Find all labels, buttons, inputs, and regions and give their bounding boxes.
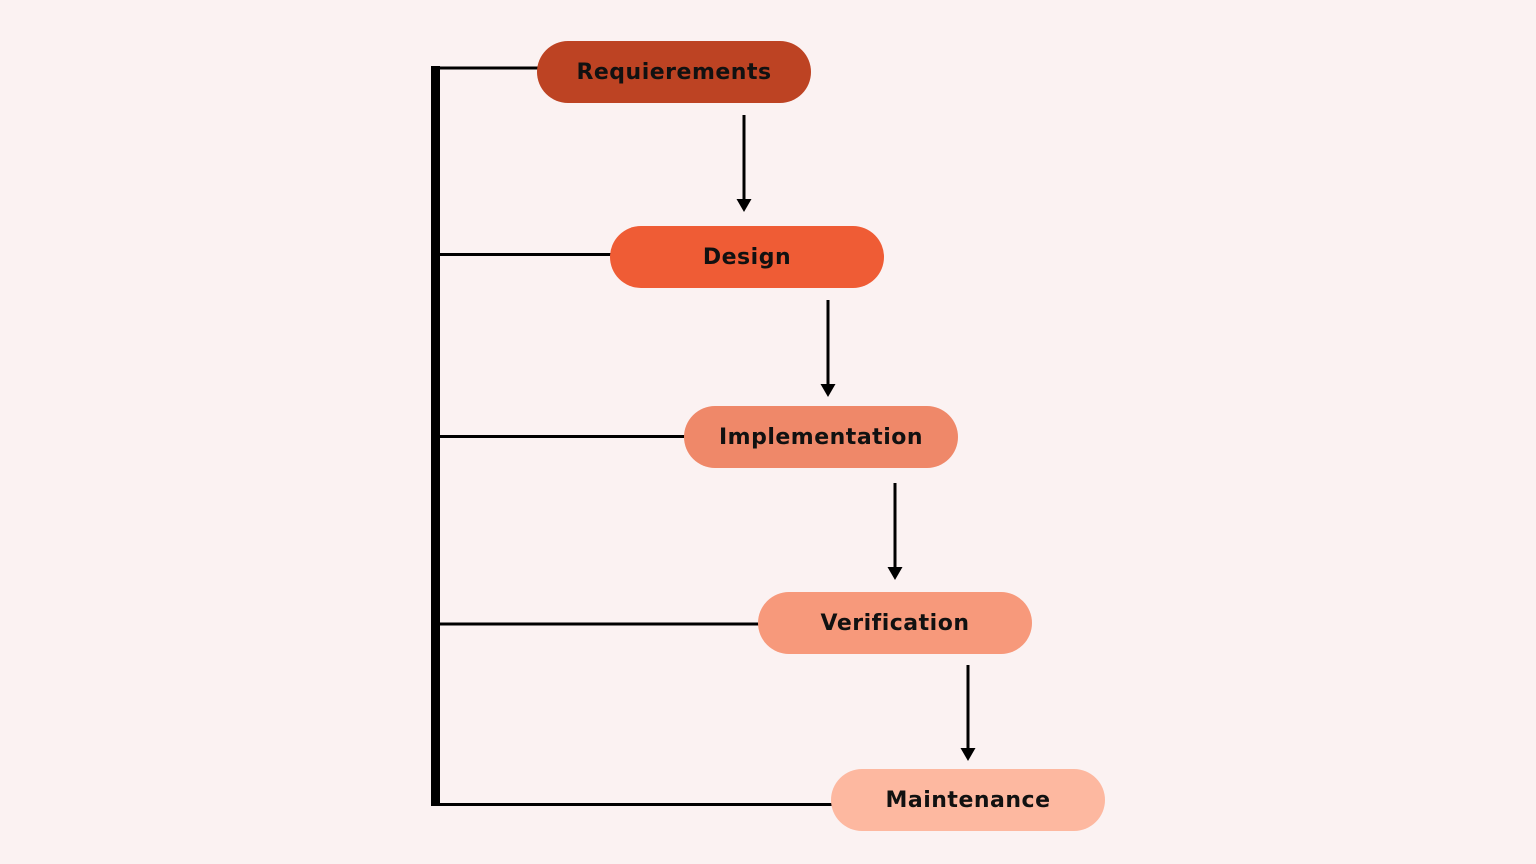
step-requirements: Requierements xyxy=(537,41,811,103)
step-verification: Verification xyxy=(758,592,1032,654)
step-requirements-label: Requierements xyxy=(576,59,772,85)
step-design: Design xyxy=(610,226,884,288)
step-verification-label: Verification xyxy=(820,610,970,636)
step-implementation: Implementation xyxy=(684,406,958,468)
step-implementation-label: Implementation xyxy=(718,424,924,450)
arrow-down-3 xyxy=(887,483,903,580)
arrow-down-4 xyxy=(960,665,976,761)
step-design-label: Design xyxy=(702,244,792,270)
step-maintenance: Maintenance xyxy=(831,769,1105,831)
arrow-down-2 xyxy=(820,300,836,397)
arrow-down-1 xyxy=(736,115,752,212)
step-maintenance-label: Maintenance xyxy=(885,787,1051,813)
